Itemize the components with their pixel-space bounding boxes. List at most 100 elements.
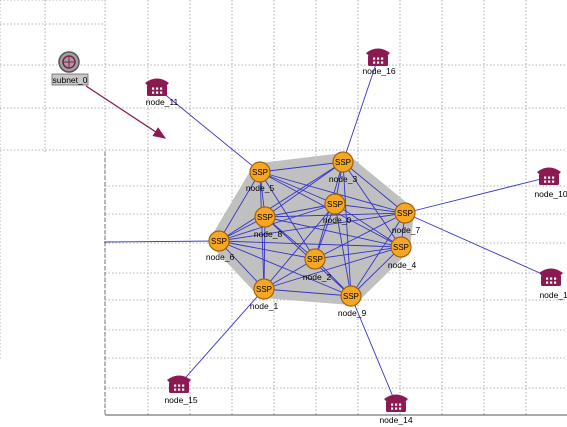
link-node_5-node_1 <box>259 171 265 290</box>
node-label: node_7 <box>392 225 421 235</box>
ssp-icon <box>249 161 271 183</box>
node-label: node_15 <box>164 395 197 405</box>
nodes: SSPnode_0SSPnode_1SSPnode_2SSPnode_3SSPn… <box>145 48 567 426</box>
node-label: node_8 <box>254 229 283 239</box>
ssp-icon <box>332 151 354 173</box>
ssp-node-node_3[interactable]: SSP node_3 <box>329 151 358 184</box>
ssp-icon <box>208 230 230 252</box>
link-node_3-node_6 <box>218 161 344 242</box>
ssp-node-node_4[interactable]: SSP node_4 <box>388 236 417 270</box>
link-node_4-node_2 <box>314 246 402 260</box>
link-node_7-node_12 <box>404 212 552 279</box>
node-label: node_2 <box>303 272 332 282</box>
ssp-icon <box>390 236 412 258</box>
link-node_4-node_6 <box>218 240 402 248</box>
link-node_3-node_7 <box>342 161 406 214</box>
link-node_9-node_14 <box>350 295 397 405</box>
link-node_1-node_15 <box>178 288 265 386</box>
link-node_8-node_4 <box>264 216 402 248</box>
phone-node-node_12[interactable]: node_12 <box>539 268 567 301</box>
link-node_5-node_2 <box>259 171 316 260</box>
link-node_3-node_4 <box>342 161 402 248</box>
link-node_5-node_6 <box>218 171 261 242</box>
ssp-node-node_9[interactable]: SSP node_9 <box>338 285 367 318</box>
ssp-icon <box>254 206 276 228</box>
link-node_6-offscreen_left <box>103 240 220 243</box>
node-label: node_0 <box>323 215 352 225</box>
link-node_0-node_7 <box>334 203 406 214</box>
subnet-label: subnet_0 <box>53 75 88 85</box>
ssp-badge: SSP <box>393 243 409 252</box>
link-node_4-node_9 <box>350 246 402 297</box>
telephone-icon <box>384 394 408 412</box>
ssp-node-node_2[interactable]: SSP node_2 <box>303 248 332 282</box>
link-node_6-node_1 <box>218 240 265 290</box>
link-node_7-node_6 <box>218 212 406 242</box>
link-node_6-node_2 <box>218 240 316 260</box>
subnet-label-box <box>51 73 89 86</box>
link-node_8-node_7 <box>264 212 406 218</box>
link-node_3-node_16 <box>342 57 379 163</box>
link-node_8-node_0 <box>264 203 336 218</box>
telephone-icon <box>145 78 169 96</box>
subnet-globe-meridian <box>63 56 75 68</box>
phone-node-node_11[interactable]: node_11 <box>145 78 179 108</box>
link-node_7-node_2 <box>314 212 406 260</box>
ssp-node-node_8[interactable]: SSP node_8 <box>254 206 283 239</box>
telephone-icon <box>366 48 390 66</box>
telephone-icon <box>539 268 563 286</box>
link-node_6-node_9 <box>218 240 352 297</box>
node-label: node_3 <box>329 174 358 184</box>
link-node_0-node_4 <box>334 203 402 248</box>
node-label: node_4 <box>388 260 417 270</box>
link-node_8-node_1 <box>263 216 266 290</box>
link-node_0-node_9 <box>334 203 352 297</box>
ssp-node-node_6[interactable]: SSP node_6 <box>206 230 235 262</box>
link-node_1-node_9 <box>263 288 352 297</box>
ssp-icon <box>304 248 326 270</box>
subnet-arrow <box>85 85 167 139</box>
ssp-node-node_1[interactable]: SSP node_1 <box>250 278 279 311</box>
ssp-badge: SSP <box>211 237 227 246</box>
ssp-badge: SSP <box>343 292 359 301</box>
ssp-icon <box>324 193 346 215</box>
ssp-node-node_7[interactable]: SSP node_7 <box>392 202 421 235</box>
phone-node-node_15[interactable]: node_15 <box>164 375 198 406</box>
node-label: node_5 <box>246 183 275 193</box>
ssp-badge: SSP <box>327 200 343 209</box>
node-label: node_9 <box>338 308 367 318</box>
ssp-icon <box>394 202 416 224</box>
node-label: node_16 <box>362 66 395 76</box>
phone-node-node_16[interactable]: node_16 <box>362 48 396 77</box>
ssp-badge: SSP <box>252 168 268 177</box>
link-node_3-node_8 <box>264 161 344 218</box>
link-node_5-node_3 <box>259 161 344 173</box>
link-node_5-node_7 <box>259 171 406 214</box>
node-label: node_14 <box>379 415 412 425</box>
link-node_5-node_0 <box>259 171 336 205</box>
ssp-node-node_5[interactable]: SSP node_5 <box>246 161 275 193</box>
link-node_4-node_1 <box>263 246 402 290</box>
phone-node-node_10[interactable]: node_10 <box>534 167 567 200</box>
ssp-badge: SSP <box>256 285 272 294</box>
phone-node-node_14[interactable]: node_14 <box>379 394 413 426</box>
ssp-badge: SSP <box>307 255 323 264</box>
ssp-icon <box>253 278 275 300</box>
ssp-badge: SSP <box>257 213 273 222</box>
link-node_0-node_6 <box>218 203 336 242</box>
link-node_5-node_11 <box>156 87 261 173</box>
ssp-badge: SSP <box>397 209 413 218</box>
link-node_0-node_1 <box>263 203 336 290</box>
node-label: node_11 <box>146 97 179 107</box>
link-node_7-node_10 <box>404 176 550 214</box>
link-node_3-node_9 <box>342 161 352 297</box>
ssp-badge: SSP <box>335 158 351 167</box>
node-label: node_1 <box>250 301 279 311</box>
telephone-icon <box>167 375 191 393</box>
node-label: node_10 <box>534 189 567 199</box>
node-label: node_6 <box>206 252 235 262</box>
ssp-icon <box>340 285 362 307</box>
subnet-node-subnet_0[interactable]: subnet_0 <box>51 51 89 86</box>
ssp-node-node_0[interactable]: SSP node_0 <box>323 193 352 225</box>
